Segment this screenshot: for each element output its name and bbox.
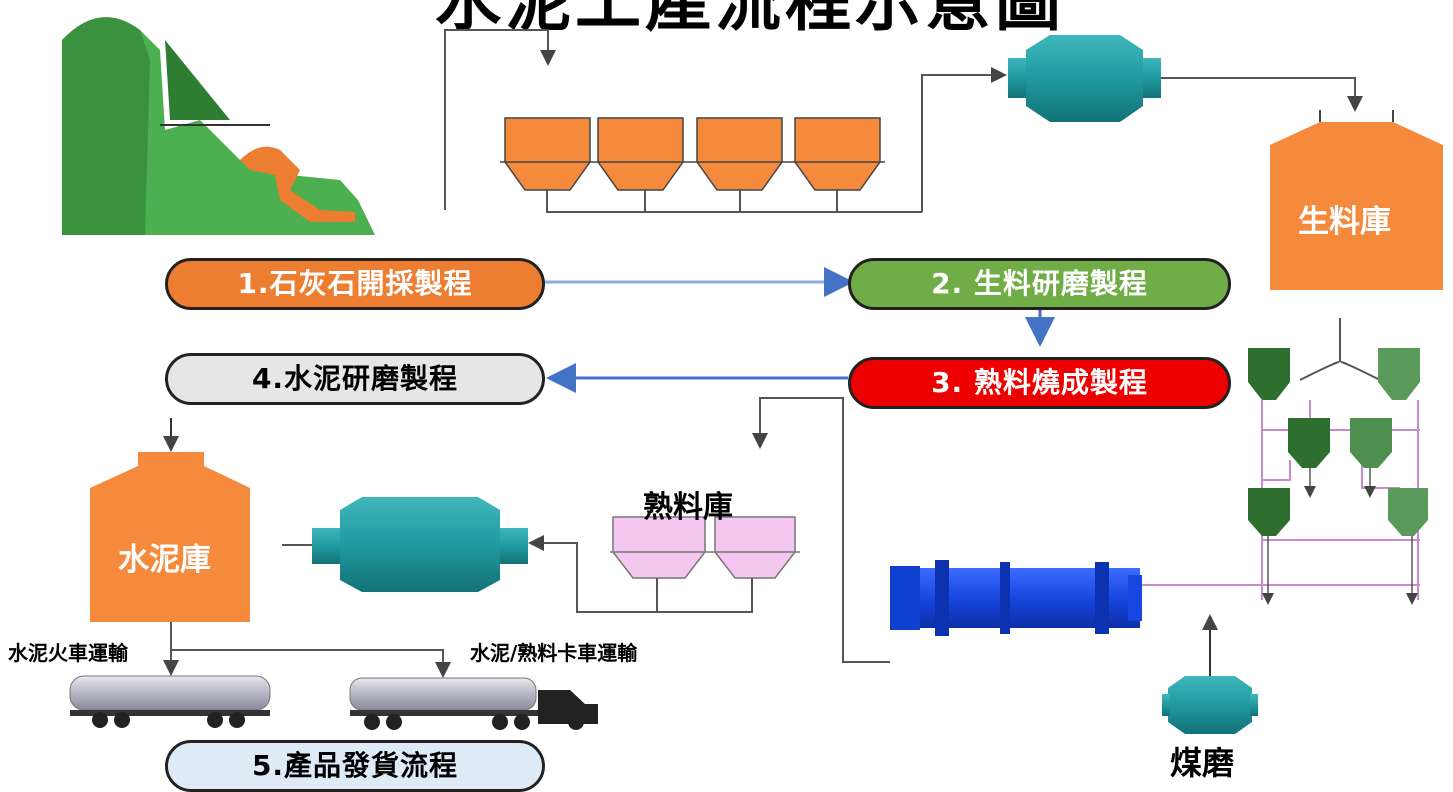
diagram-title: 水泥工產流程示意圖 [435, 0, 1065, 40]
step-3-clinker-burning: 3. 熟料燒成製程 [848, 357, 1231, 409]
step-2-raw-meal-grinding: 2. 生料研磨製程 [848, 258, 1231, 310]
hopper-to-raw-mill-line [921, 67, 1007, 212]
cement-silo-label: 水泥庫 [118, 542, 211, 578]
step-5-product-shipping: 5.產品發貨流程 [165, 740, 545, 792]
tanker-truck-icon [349, 677, 598, 730]
raw-mill-icon [1008, 35, 1161, 122]
raw-material-hoppers [500, 117, 922, 213]
cement-mill-icon [282, 497, 528, 592]
raw-meal-silo-label: 生料庫 [1298, 204, 1391, 240]
raw-mill-to-silo-line [1161, 77, 1363, 112]
quarry-icon [62, 17, 375, 236]
truck-transport-label: 水泥/熟料卡車運輸 [470, 641, 638, 665]
rail-transport-label: 水泥火車運輸 [8, 641, 128, 665]
clinker-silo-icon [610, 516, 800, 613]
coal-mill-label: 煤磨 [1170, 744, 1235, 782]
step-4-cement-grinding: 4.水泥研磨製程 [165, 353, 545, 405]
preheater-tower-icon [1140, 318, 1428, 605]
kiln-to-clinker-line [752, 397, 890, 663]
silo-to-truck-line [171, 649, 451, 678]
step-1-limestone-quarrying: 1.石灰石開採製程 [165, 258, 545, 310]
cement-silo-icon [90, 418, 250, 622]
clinker-to-cement-mill-line [528, 535, 657, 613]
raw-feed-line [444, 29, 556, 210]
rotary-kiln-icon [890, 560, 1142, 636]
coal-mill-icon [1162, 676, 1258, 734]
rail-tanker-icon [69, 675, 271, 728]
clinker-silo-label: 熟料庫 [643, 490, 733, 525]
raw-meal-silo-icon [1270, 110, 1443, 290]
